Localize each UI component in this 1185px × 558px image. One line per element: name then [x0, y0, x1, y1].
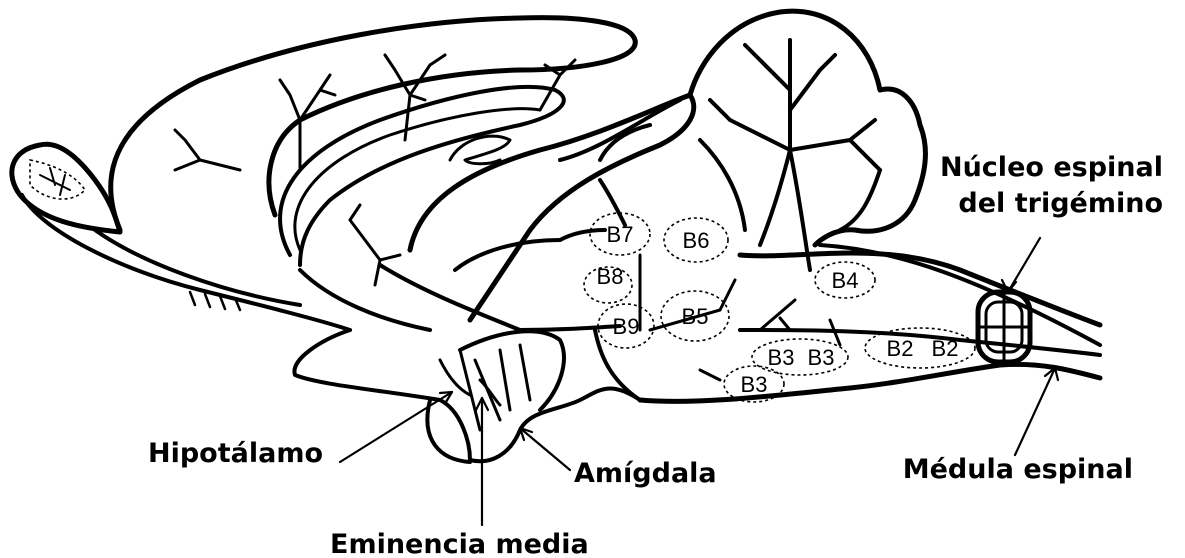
nucleus-b5: B5: [661, 291, 729, 341]
svg-text:B4: B4: [832, 268, 859, 293]
nucleus-b8: B8: [584, 264, 632, 303]
nucleus-b3-b: B3: [808, 345, 835, 370]
svg-text:B6: B6: [683, 228, 710, 253]
cerebellum-folia: [700, 40, 880, 270]
trigeminal-nucleus: [978, 292, 1030, 362]
svg-text:B3: B3: [741, 372, 768, 397]
olfactory-bulb-dots: [30, 160, 85, 199]
nucleus-b4: B4: [815, 262, 875, 298]
svg-text:B8: B8: [597, 264, 624, 289]
label-hipotalamo: Hipotálamo: [148, 438, 323, 469]
svg-text:B9: B9: [613, 314, 640, 339]
nucleus-b2-a: B2: [887, 336, 914, 361]
corpus-callosum: [280, 87, 564, 265]
svg-text:B7: B7: [607, 222, 634, 247]
label-nucleo-espinal-line2: del trigémino: [958, 188, 1163, 219]
svg-text:B5: B5: [682, 304, 709, 329]
nucleus-b2-b: B2: [932, 336, 959, 361]
nucleus-b3-a: B3: [768, 345, 795, 370]
label-medula-espinal: Médula espinal: [903, 454, 1133, 485]
cerebellum-outline: [690, 11, 925, 245]
hypothalamus-outline: [294, 330, 640, 461]
thalamus-outline: [410, 95, 694, 320]
nucleus-b6: B6: [664, 218, 728, 262]
label-amigdala: Amígdala: [574, 458, 717, 489]
nucleus-b3-group: B3 B3: [752, 339, 848, 375]
spinal-cord-inner: [820, 245, 1100, 345]
label-nucleo-espinal-line1: Núcleo espinal: [940, 152, 1163, 183]
brainstem-bottom: [640, 364, 1100, 401]
label-eminencia-media: Eminencia media: [330, 529, 589, 558]
